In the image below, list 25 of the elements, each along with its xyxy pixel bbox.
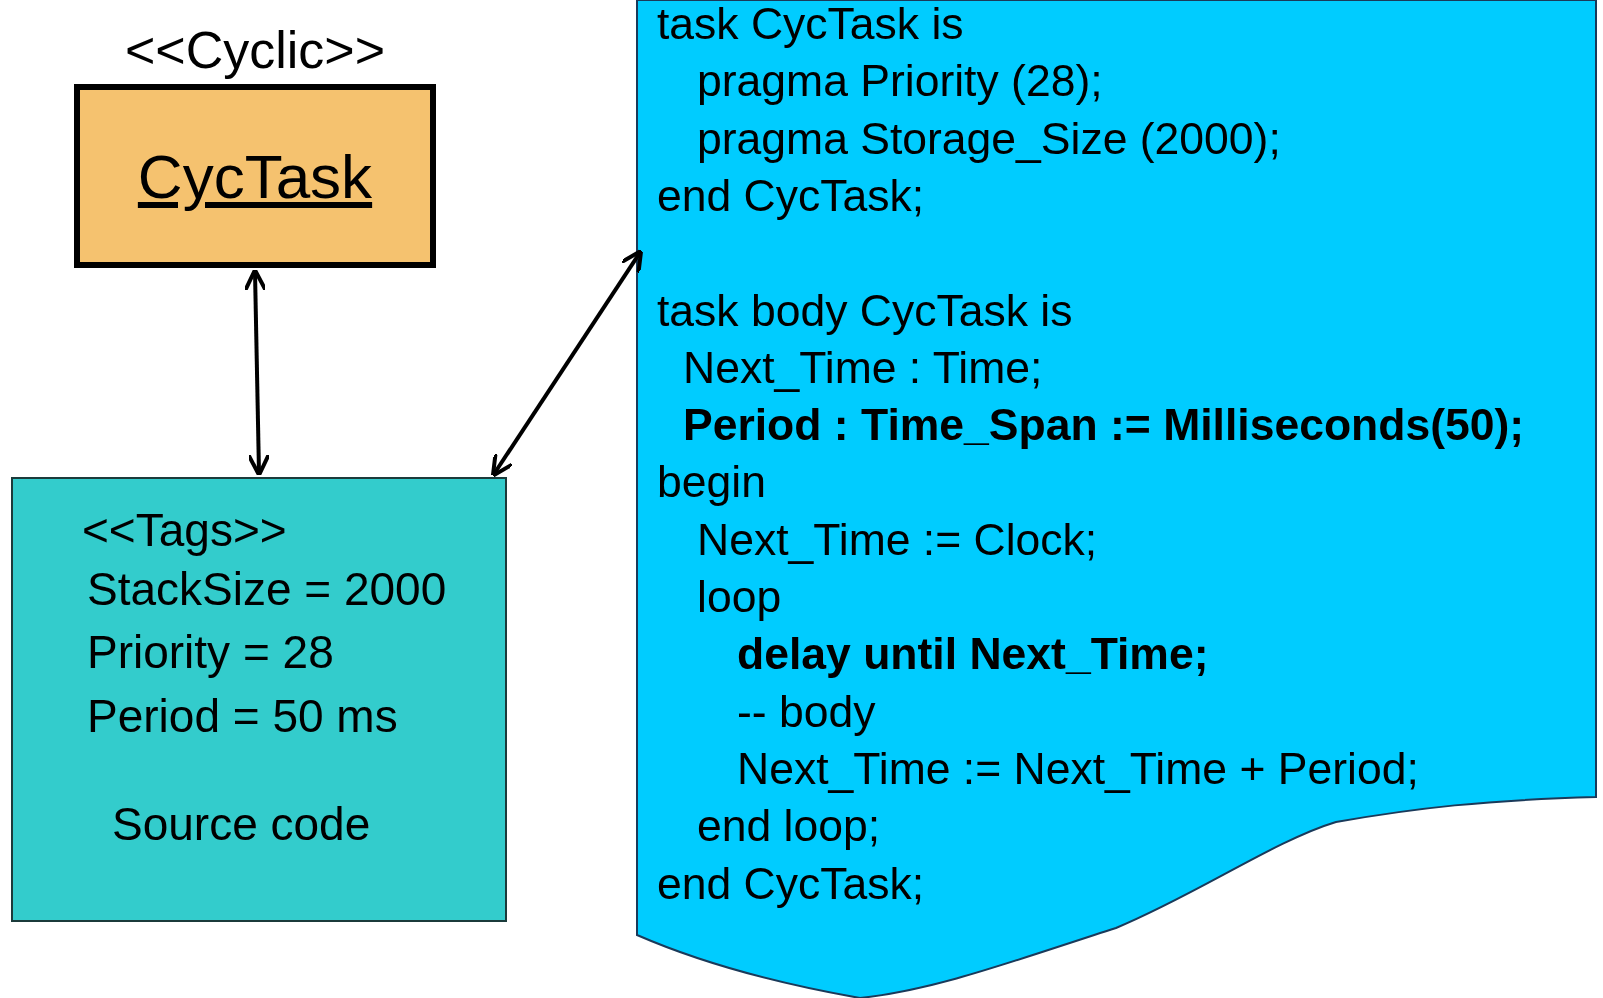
code-line: begin: [657, 456, 766, 509]
arrow: [490, 248, 644, 478]
class-name: CycTask: [137, 140, 373, 212]
stereotype-label: <<Cyclic>>: [124, 20, 386, 80]
tag-text: Priority = 28: [87, 626, 334, 678]
tag-text: StackSize = 2000: [87, 563, 447, 615]
code-line: Period : Time_Span := Milliseconds(50);: [683, 399, 1525, 452]
tag-text: Period = 50 ms: [87, 690, 398, 742]
code-line: end CycTask;: [657, 857, 925, 910]
code-line: end loop;: [697, 800, 881, 853]
code-line: delay until Next_Time;: [737, 628, 1209, 681]
code-line: Next_Time : Time;: [683, 341, 1043, 394]
code-line: end CycTask;: [657, 169, 925, 222]
code-line: pragma Storage_Size (2000);: [697, 112, 1281, 165]
code-line: Next_Time := Next_Time + Period;: [737, 742, 1419, 795]
stereotype-label: <<Tags>>: [82, 504, 287, 556]
code-line: task body CycTask is: [657, 284, 1073, 337]
arrow: [243, 268, 271, 477]
code-line: -- body: [737, 685, 876, 738]
code-line: loop: [697, 571, 782, 623]
code-line: Next_Time := Clock;: [697, 513, 1098, 566]
tags-box: [11, 477, 507, 922]
code-line: task CycTask is: [657, 0, 964, 50]
code-line: pragma Priority (28);: [697, 55, 1103, 108]
tag-text: Source code: [112, 798, 371, 850]
